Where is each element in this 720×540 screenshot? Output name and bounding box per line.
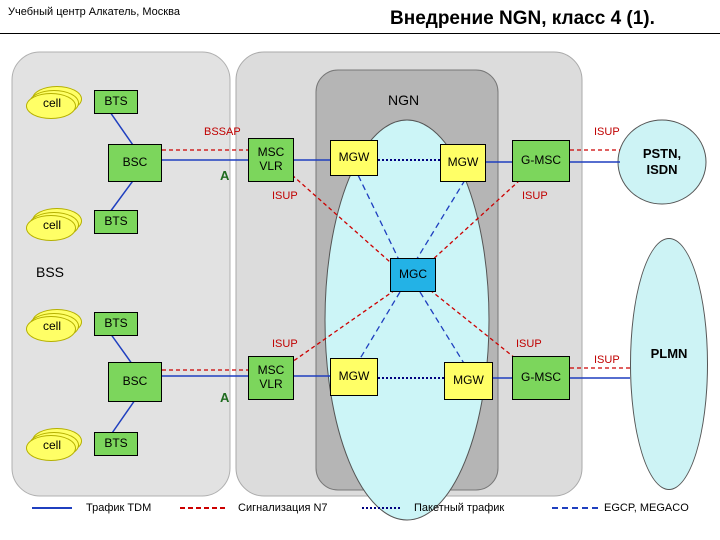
link-bts2-bsc — [109, 177, 136, 213]
gmsc-node-top: G-MSC — [512, 140, 570, 182]
legend-n7: Сигнализация N7 — [238, 502, 328, 514]
sig-msc-mgc-top — [291, 174, 391, 263]
isup-label-5: ISUP — [516, 338, 542, 350]
pstn-label: PSTN, ISDN — [642, 146, 682, 177]
bss-area — [11, 51, 231, 497]
mgw-node-2: MGW — [440, 144, 486, 182]
bts-node-3: BTS — [94, 312, 138, 336]
mgw-node-4: MGW — [444, 362, 493, 400]
ngn-label: NGN — [388, 92, 420, 108]
legend-tdm: Трафик TDM — [86, 502, 152, 514]
ctl-mgc-mgw3 — [357, 291, 401, 363]
mgc-node: MGC — [390, 258, 436, 292]
isup-label-3: ISUP — [522, 190, 548, 202]
ctl-mgc-mgw4 — [419, 291, 466, 366]
header-organization: Учебный центр Алкатель, Москва — [8, 6, 180, 18]
cell-2: cell — [26, 208, 86, 242]
bss-label: BSS — [36, 264, 65, 280]
link-bts4-bsc — [109, 399, 136, 437]
ctl-mgc-mgw1 — [357, 174, 401, 263]
cell-1: cell — [26, 86, 86, 120]
a-interface-label-top: A — [220, 168, 230, 183]
cell-3: cell — [26, 309, 86, 343]
page-title: Внедрение NGN, класс 4 (1). — [390, 8, 655, 29]
bssap-label: BSSAP — [204, 126, 241, 138]
isup-label-1: ISUP — [594, 126, 620, 138]
bts-node-2: BTS — [94, 210, 138, 234]
mgw-node-3: MGW — [330, 358, 378, 396]
mgw-node-1: MGW — [330, 140, 378, 176]
bsc-node-top: BSC — [108, 144, 162, 182]
legend-egcp: EGCP, MEGACO — [604, 502, 689, 514]
msc-vlr-node-top: MSC VLR — [248, 138, 294, 182]
cell-4: cell — [26, 428, 86, 462]
isup-label-2: ISUP — [272, 190, 298, 202]
a-interface-label-bottom: A — [220, 390, 230, 405]
link-bts1-bsc — [109, 111, 136, 149]
isup-label-4: ISUP — [272, 338, 298, 350]
plmn-ellipse — [630, 238, 708, 490]
plmn-label: PLMN — [650, 346, 688, 361]
bts-node-1: BTS — [94, 90, 138, 114]
header-divider — [0, 33, 720, 34]
legend-packet: Пакетный трафик — [414, 502, 505, 514]
ctl-mgc-mgw2 — [414, 179, 466, 263]
sig-mgc-gmsc-bottom — [429, 289, 521, 363]
gmsc-node-bottom: G-MSC — [512, 356, 570, 400]
bts-node-4: BTS — [94, 432, 138, 456]
msc-vlr-node-bottom: MSC VLR — [248, 356, 294, 400]
sig-gmsc-mgc-top — [429, 179, 521, 263]
isup-label-6: ISUP — [594, 354, 620, 366]
bsc-node-bottom: BSC — [108, 362, 162, 402]
ngn-core-ellipse — [324, 119, 490, 521]
